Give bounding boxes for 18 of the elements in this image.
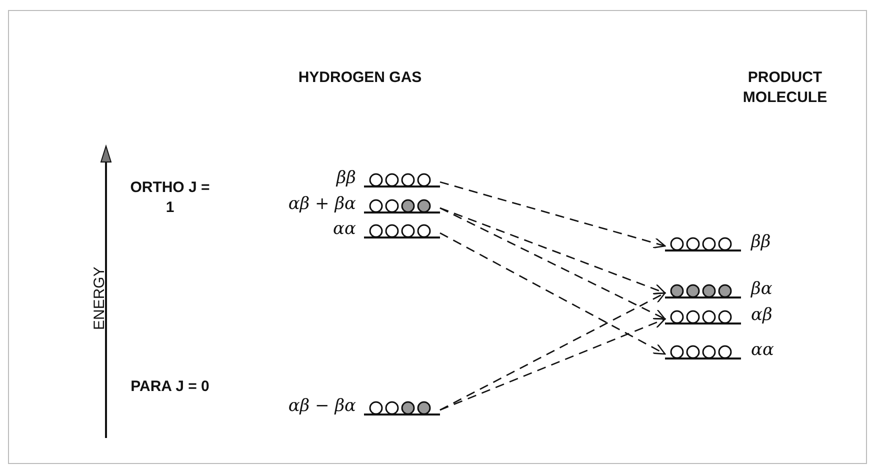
spin-state-label: αα (333, 219, 356, 239)
dashed-arrow (440, 207, 666, 294)
dashed-arrow (440, 207, 666, 320)
dashed-arrow (440, 292, 666, 411)
heading: PARA J = 0 (130, 377, 210, 397)
spin-state-label: ββ (751, 232, 771, 252)
heading: ORTHO J = 1 (130, 178, 210, 218)
spin-state-label: βα (751, 279, 772, 299)
spin-state-label: αβ − βα (288, 396, 356, 416)
spin-state-label: αβ + βα (288, 194, 356, 214)
spin-state-label: ββ (336, 168, 356, 188)
heading: PRODUCT MOLECULE (742, 68, 828, 108)
spin-state-label: αα (751, 340, 774, 360)
spin-state-label: αβ (751, 305, 772, 325)
dashed-arrow (440, 232, 666, 355)
heading: HYDROGEN GAS (297, 68, 423, 88)
dashed-arrow (440, 318, 666, 411)
dashed-arrow (440, 181, 666, 248)
